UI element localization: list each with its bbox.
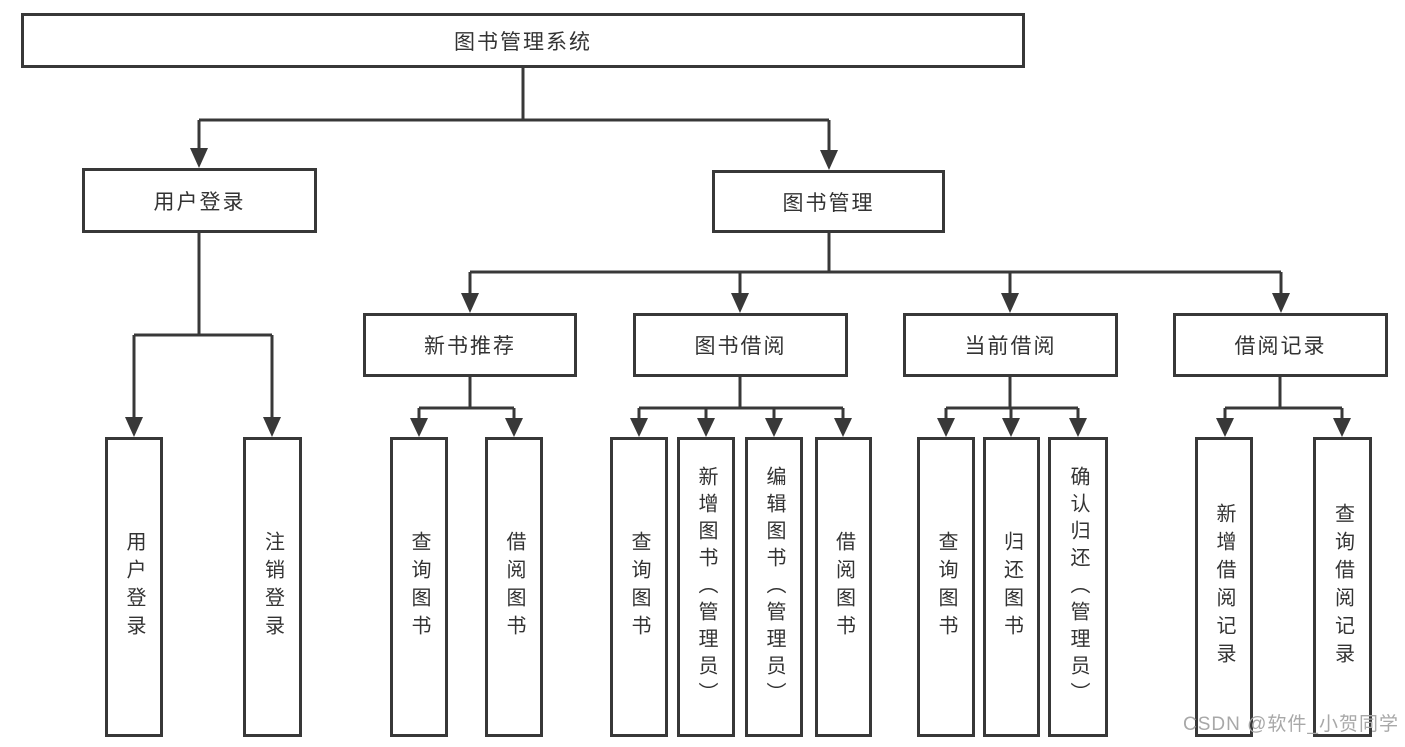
leaf-add-borrow-record: 新增借阅记录 (1195, 437, 1253, 737)
node-book-management-label: 图书管理 (782, 191, 875, 215)
node-user-login-label: 用户登录 (153, 190, 246, 214)
leaf-confirm-return-admin: 确认归还（管理员） (1048, 437, 1108, 737)
leaf-user-login-label: 用户登录 (123, 531, 145, 643)
leaf-add-borrow-record-label: 新增借阅记录 (1213, 503, 1235, 671)
leaf-query-books-current: 查询图书 (917, 437, 975, 737)
node-new-book-recommendation: 新书推荐 (363, 313, 577, 377)
node-book-borrowing-label: 图书借阅 (694, 335, 787, 358)
leaf-borrow-books-recommend: 借阅图书 (485, 437, 543, 737)
leaf-add-books-admin-label: 新增图书（管理员） (695, 465, 717, 709)
leaf-user-login: 用户登录 (105, 437, 163, 737)
leaf-return-books-label: 归还图书 (1000, 531, 1023, 643)
node-book-borrowing: 图书借阅 (633, 313, 848, 377)
leaf-query-borrow-record-label: 查询借阅记录 (1331, 503, 1354, 671)
csdn-watermark: CSDN @软件_小贺同学 (1183, 714, 1399, 735)
leaf-edit-books-admin-label: 编辑图书（管理员） (763, 465, 785, 709)
leaf-query-books-borrowing: 查询图书 (610, 437, 668, 737)
leaf-logout: 注销登录 (243, 437, 302, 737)
leaf-query-books-borrowing-label: 查询图书 (628, 531, 650, 643)
leaf-query-books-recommend: 查询图书 (390, 437, 448, 737)
leaf-query-borrow-record: 查询借阅记录 (1313, 437, 1372, 737)
leaf-add-books-admin: 新增图书（管理员） (677, 437, 735, 737)
leaf-query-books-current-label: 查询图书 (935, 531, 957, 643)
node-user-login: 用户登录 (82, 168, 317, 233)
leaf-logout-label: 注销登录 (261, 531, 284, 643)
leaf-edit-books-admin: 编辑图书（管理员） (745, 437, 803, 737)
node-current-borrowing-label: 当前借阅 (964, 335, 1057, 358)
leaf-confirm-return-admin-label: 确认归还（管理员） (1067, 465, 1089, 709)
node-borrowing-records: 借阅记录 (1173, 313, 1388, 377)
node-root-system-label: 图书管理系统 (454, 30, 592, 54)
node-borrowing-records-label: 借阅记录 (1234, 335, 1327, 358)
node-current-borrowing: 当前借阅 (903, 313, 1118, 377)
leaf-borrow-books-label: 借阅图书 (832, 531, 855, 643)
leaf-borrow-books-recommend-label: 借阅图书 (503, 531, 525, 643)
leaf-return-books: 归还图书 (983, 437, 1040, 737)
leaf-borrow-books: 借阅图书 (815, 437, 872, 737)
node-root-system: 图书管理系统 (21, 13, 1025, 68)
leaf-query-books-recommend-label: 查询图书 (408, 531, 430, 643)
node-new-book-recommendation-label: 新书推荐 (424, 335, 516, 358)
node-book-management: 图书管理 (712, 170, 945, 233)
